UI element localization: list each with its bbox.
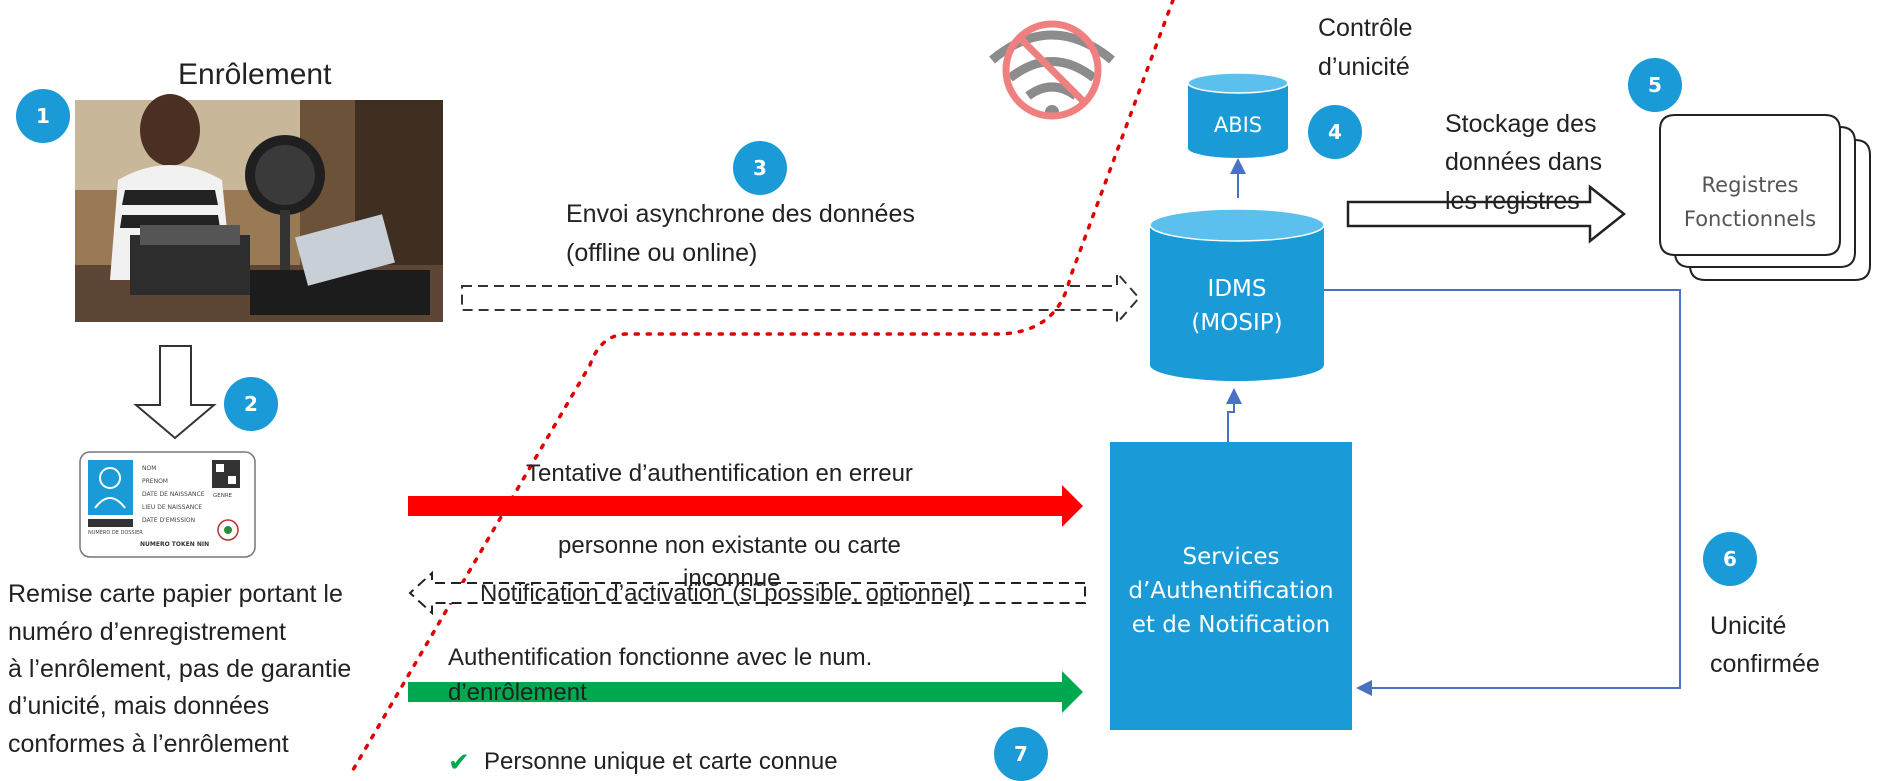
controle-label-2: d’unicité	[1318, 53, 1410, 81]
auth-error-title: Tentative d’authentification en erreur	[526, 460, 913, 487]
card-remise-line-5: conformes à l’enrôlement	[8, 730, 289, 758]
abis-label: ABIS	[1213, 113, 1263, 137]
async-send-label-1: Envoi asynchrone des données	[566, 200, 915, 228]
uniqueness-confirmation-connector	[1324, 289, 1681, 696]
id-card: NOM PRENOM DATE DE NAISSANCE LIEU DE NAI…	[79, 451, 256, 558]
enrolment-title: Enrôlement	[178, 58, 332, 91]
services-label-1: Services	[1182, 544, 1280, 570]
stockage-label-2: données dans	[1445, 148, 1603, 176]
card-remise-line-2: numéro d’enregistrement	[8, 618, 286, 646]
registres-label-2: Fonctionnels	[1683, 207, 1817, 231]
async-send-arrow	[461, 270, 1141, 326]
card-genre-label: GENRE	[213, 493, 233, 499]
card-field: LIEU DE NAISSANCE	[142, 504, 202, 511]
step-7-badge: 7	[994, 727, 1048, 781]
idms-label-2: (MOSIP)	[1191, 310, 1283, 336]
unicite-label-1: Unicité	[1710, 612, 1787, 640]
async-send-label-2: (offline ou online)	[566, 239, 758, 267]
auth-success-arrow	[408, 671, 1083, 713]
step-4-badge: 4	[1308, 105, 1362, 159]
step-2-badge: 2	[224, 377, 278, 431]
services-label-2: d’Authentification	[1128, 578, 1334, 604]
step-1-badge: 1	[16, 89, 70, 143]
offline-boundary-line	[348, 0, 1175, 775]
card-field: NOM	[142, 465, 156, 472]
auth-error-reason-2: inconnue	[683, 565, 781, 592]
card-field: DATE DE NAISSANCE	[142, 491, 205, 498]
services-to-idms-connector	[1226, 388, 1242, 442]
idms-cylinder	[1149, 208, 1325, 381]
notification-label: Notification d’activation (si possible, …	[480, 580, 971, 607]
services-label-3: et de Notification	[1131, 612, 1331, 638]
unicite-label-2: confirmée	[1710, 650, 1820, 678]
idms-label-1: IDMS	[1207, 276, 1267, 302]
card-token-label: NUMERO TOKEN NIN	[140, 541, 209, 548]
down-arrow	[133, 345, 217, 440]
unique-person-label: Personne unique et carte connue	[484, 748, 838, 775]
no-wifi-icon	[985, 20, 1120, 122]
card-field: DATE D'EMISSION	[142, 517, 195, 524]
step-5-badge: 5	[1628, 58, 1682, 112]
services-box	[1110, 442, 1352, 730]
card-remise-line-4: d’unicité, mais données	[8, 692, 270, 720]
auth-error-reason-1: personne non existante ou carte	[558, 532, 901, 559]
card-remise-line-3: à l’enrôlement, pas de garantie	[8, 655, 352, 683]
card-numero-label: NUMERO DE DOSSIER	[88, 530, 143, 536]
auth-success-label-1: Authentification fonctionne avec le num.	[448, 644, 873, 671]
check-icon: ✔	[448, 748, 470, 778]
step-3-badge: 3	[733, 141, 787, 195]
registres-stack	[1659, 114, 1871, 281]
controle-label-1: Contrôle	[1318, 14, 1413, 42]
auth-error-arrow	[408, 485, 1083, 527]
step-6-badge: 6	[1703, 532, 1757, 586]
card-remise-line-1: Remise carte papier portant le	[8, 580, 343, 608]
stockage-label-1: Stockage des	[1445, 110, 1597, 138]
stockage-label-3: les registres	[1445, 187, 1580, 215]
registres-label-1: Registres	[1701, 173, 1799, 197]
abis-cylinder	[1187, 72, 1289, 158]
auth-success-label-2: d’enrôlement	[448, 679, 587, 706]
card-field: PRENOM	[142, 478, 168, 485]
enrolment-photo	[75, 94, 443, 322]
notification-arrow	[408, 570, 1086, 616]
storage-arrow	[1346, 184, 1627, 244]
